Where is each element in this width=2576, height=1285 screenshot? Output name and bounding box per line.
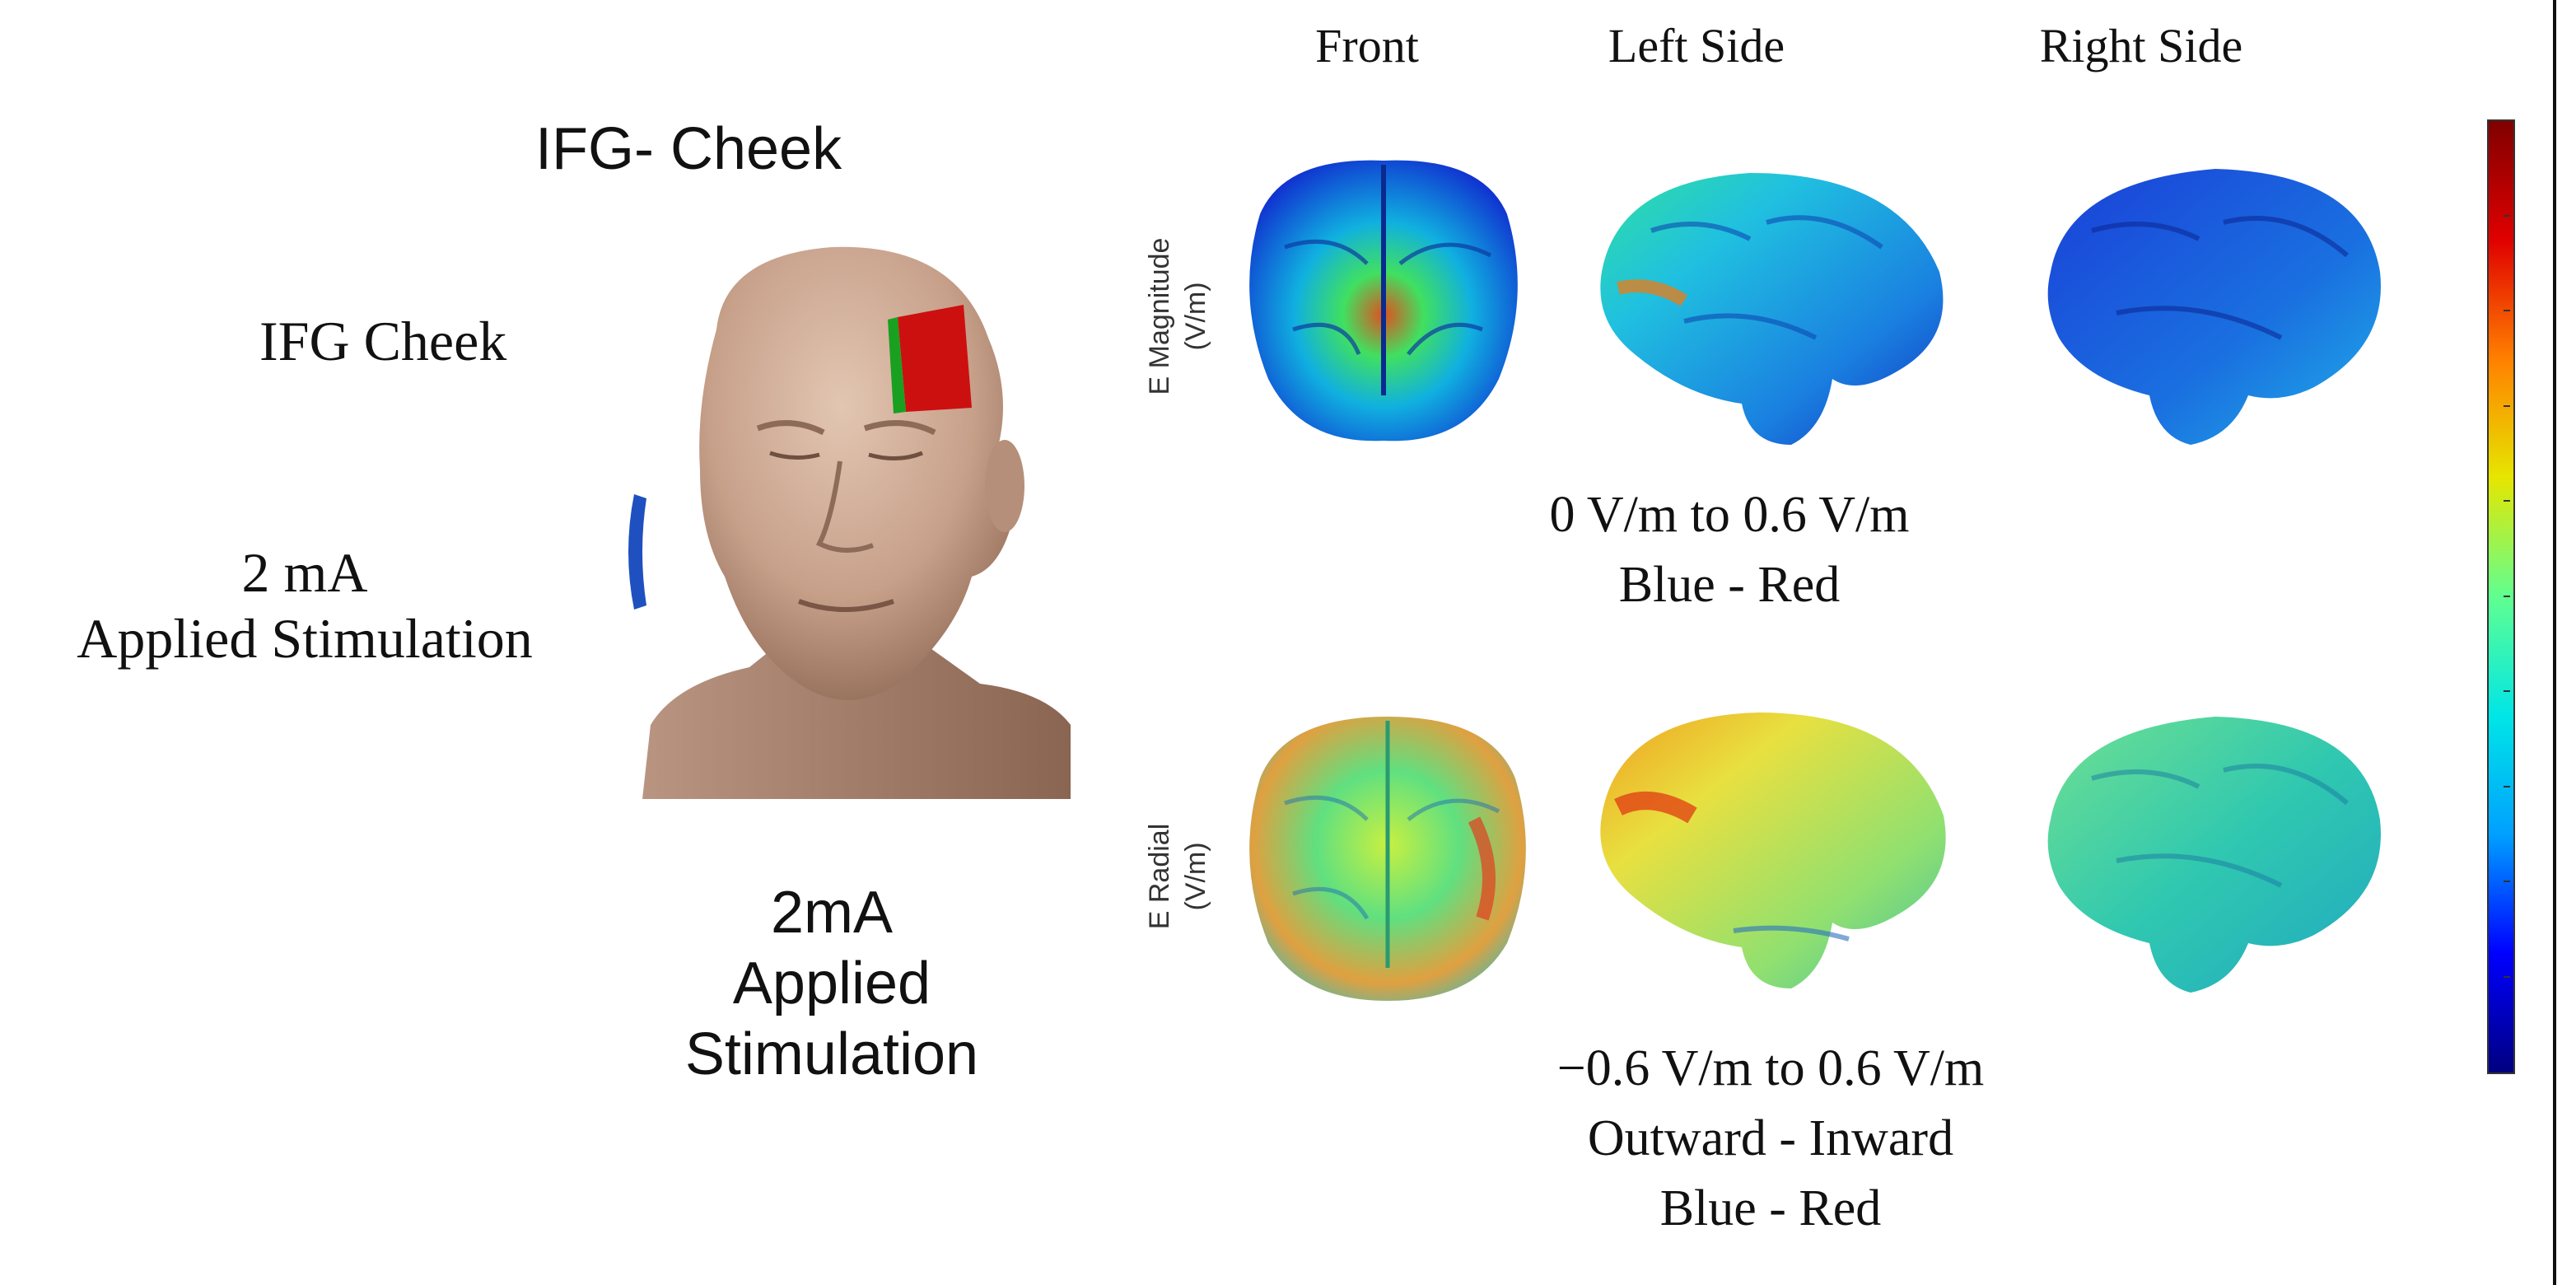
current-line-1: 2 mA xyxy=(241,541,368,604)
current-label: 2 mA Applied Stimulation xyxy=(0,540,609,671)
col-header-left-side: Left Side xyxy=(1608,19,1785,72)
electrode-pad-red xyxy=(888,305,972,414)
colorbar-tick xyxy=(2504,500,2510,502)
col-header-right-side: Right Side xyxy=(2039,19,2243,72)
row-label-e-radial-line2: (V/m) xyxy=(1180,842,1211,911)
colorbar-tick xyxy=(2504,975,2510,978)
magnitude-range-text: 0 V/m to 0.6 V/m xyxy=(1549,487,1910,543)
radial-range-text: −0.6 V/m to 0.6 V/m xyxy=(1556,1040,1985,1096)
radial-direction-text: Outward - Inward xyxy=(1587,1110,1954,1166)
brain-front-radial xyxy=(1249,717,1526,1001)
row-label-e-magnitude-line2: (V/m) xyxy=(1180,282,1211,351)
colorbar xyxy=(2487,119,2515,1074)
col-header-front: Front xyxy=(1315,19,1419,72)
magnitude-color-text: Blue - Red xyxy=(1618,557,1841,613)
colorbar-tick xyxy=(2504,595,2510,597)
montage-title: IFG- Cheek xyxy=(535,116,842,182)
colorbar-tick xyxy=(2504,404,2510,407)
colorbar-tick xyxy=(2504,785,2510,787)
brain-right-radial xyxy=(2047,717,2381,993)
colorbar-tick xyxy=(2504,214,2510,217)
colorbar-tick xyxy=(2504,690,2510,692)
electrode-pad-blue xyxy=(628,494,646,610)
row-label-e-radial-line1: E Radial xyxy=(1144,823,1175,930)
radial-color-text: Blue - Red xyxy=(1659,1180,1882,1236)
current-label-sans: 2mA Applied Stimulation xyxy=(626,877,1038,1090)
brain-front-magnitude xyxy=(1249,160,1518,442)
brain-left-radial xyxy=(1600,713,1946,988)
current-sans-line-1: 2mA xyxy=(770,880,894,946)
current-sans-line-3: Stimulation xyxy=(684,1021,979,1087)
row-label-e-magnitude-line1: E Magnitude xyxy=(1144,237,1175,395)
figure-border-line xyxy=(2553,0,2556,1285)
current-line-2: Applied Stimulation xyxy=(77,607,533,670)
row-label-e-magnitude: E Magnitude (V/m) xyxy=(1141,201,1214,432)
row-label-e-radial: E Radial (V/m) xyxy=(1141,761,1214,992)
colorbar-tick xyxy=(2504,881,2510,882)
colorbar-ticks xyxy=(2504,119,2515,1071)
head-model-icon xyxy=(628,246,1071,799)
brain-left-magnitude xyxy=(1600,173,1944,445)
current-sans-line-2: Applied xyxy=(732,951,931,1016)
colorbar-tick xyxy=(2504,310,2510,311)
brain-right-magnitude xyxy=(2047,169,2381,445)
montage-label: IFG Cheek xyxy=(259,310,507,372)
